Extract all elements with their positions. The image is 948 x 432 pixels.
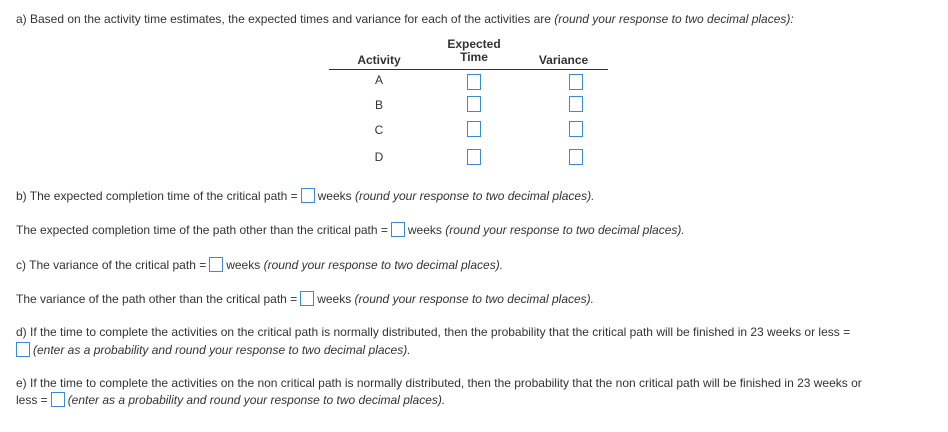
- part-e-answer-line: less = (enter as a probability and round …: [16, 392, 445, 408]
- header-expected-line2: Time: [460, 50, 488, 64]
- critical-path-time-input[interactable]: [300, 188, 315, 204]
- part-e-question: e) If the time to complete the activitie…: [16, 375, 862, 391]
- variance-input-c[interactable]: [569, 121, 583, 137]
- expected-time-input-b[interactable]: [467, 96, 481, 112]
- other-path-variance-input[interactable]: [300, 291, 315, 307]
- part-d-text: d) If the time to complete the activitie…: [16, 325, 851, 339]
- part-c-unit: weeks: [226, 258, 261, 272]
- variance-input-d[interactable]: [569, 149, 583, 165]
- part-b-note: (round your response to two decimal plac…: [354, 189, 595, 203]
- part-b-question: b) The expected completion time of the c…: [16, 188, 594, 204]
- table-header: Activity Expected Time Variance: [329, 36, 608, 70]
- part-d-note: (enter as a probability and round your r…: [33, 343, 411, 357]
- critical-path-variance-input[interactable]: [209, 257, 224, 273]
- row-activity-label: D: [374, 150, 384, 164]
- part-e-note: (enter as a probability and round your r…: [67, 393, 446, 407]
- part-d-question: d) If the time to complete the activitie…: [16, 324, 850, 340]
- row-activity-label: A: [374, 73, 383, 87]
- part-b-unit: weeks: [317, 189, 352, 203]
- row-activity-label: B: [374, 98, 383, 112]
- expected-time-input-d[interactable]: [467, 149, 481, 165]
- part-a-question: a) Based on the activity time estimates,…: [16, 11, 794, 27]
- part-a-text: a) Based on the activity time estimates,…: [16, 12, 555, 26]
- table-row: B: [329, 96, 608, 121]
- table-row: A: [329, 71, 608, 96]
- part-c-prefix: c) The variance of the critical path =: [16, 258, 207, 272]
- part-d-answer-line: (enter as a probability and round your r…: [16, 342, 411, 358]
- other-path-time-input[interactable]: [390, 222, 405, 238]
- part-e-text: e) If the time to complete the activitie…: [16, 376, 862, 390]
- table-row: D: [329, 146, 608, 171]
- part-b2-prefix: The expected completion time of the path…: [16, 223, 388, 237]
- part-c2-prefix: The variance of the path other than the …: [16, 292, 298, 306]
- part-c-question: c) The variance of the critical path = we…: [16, 257, 503, 273]
- row-activity-label: C: [374, 123, 384, 137]
- part-b-prefix: b) The expected completion time of the c…: [16, 189, 298, 203]
- part-b2-question: The expected completion time of the path…: [16, 222, 685, 238]
- part-b2-note: (round your response to two decimal plac…: [445, 223, 685, 237]
- part-e-prefix: less =: [16, 393, 48, 407]
- expected-time-input-c[interactable]: [467, 121, 481, 137]
- variance-input-b[interactable]: [569, 96, 583, 112]
- part-c2-question: The variance of the path other than the …: [16, 291, 594, 307]
- header-activity: Activity: [357, 53, 401, 67]
- header-expected-line1: Expected: [447, 37, 501, 51]
- part-c2-note: (round your response to two decimal plac…: [354, 292, 594, 306]
- non-critical-path-probability-input[interactable]: [50, 392, 65, 408]
- variance-input-a[interactable]: [569, 74, 583, 90]
- part-c2-unit: weeks: [317, 292, 352, 306]
- part-b2-unit: weeks: [407, 223, 442, 237]
- expected-time-input-a[interactable]: [467, 74, 481, 90]
- table-row: C: [329, 121, 608, 146]
- part-a-note: (round your response to two decimal plac…: [554, 12, 794, 26]
- critical-path-probability-input[interactable]: [16, 342, 30, 358]
- header-variance: Variance: [538, 53, 589, 67]
- part-c-note: (round your response to two decimal plac…: [263, 258, 504, 272]
